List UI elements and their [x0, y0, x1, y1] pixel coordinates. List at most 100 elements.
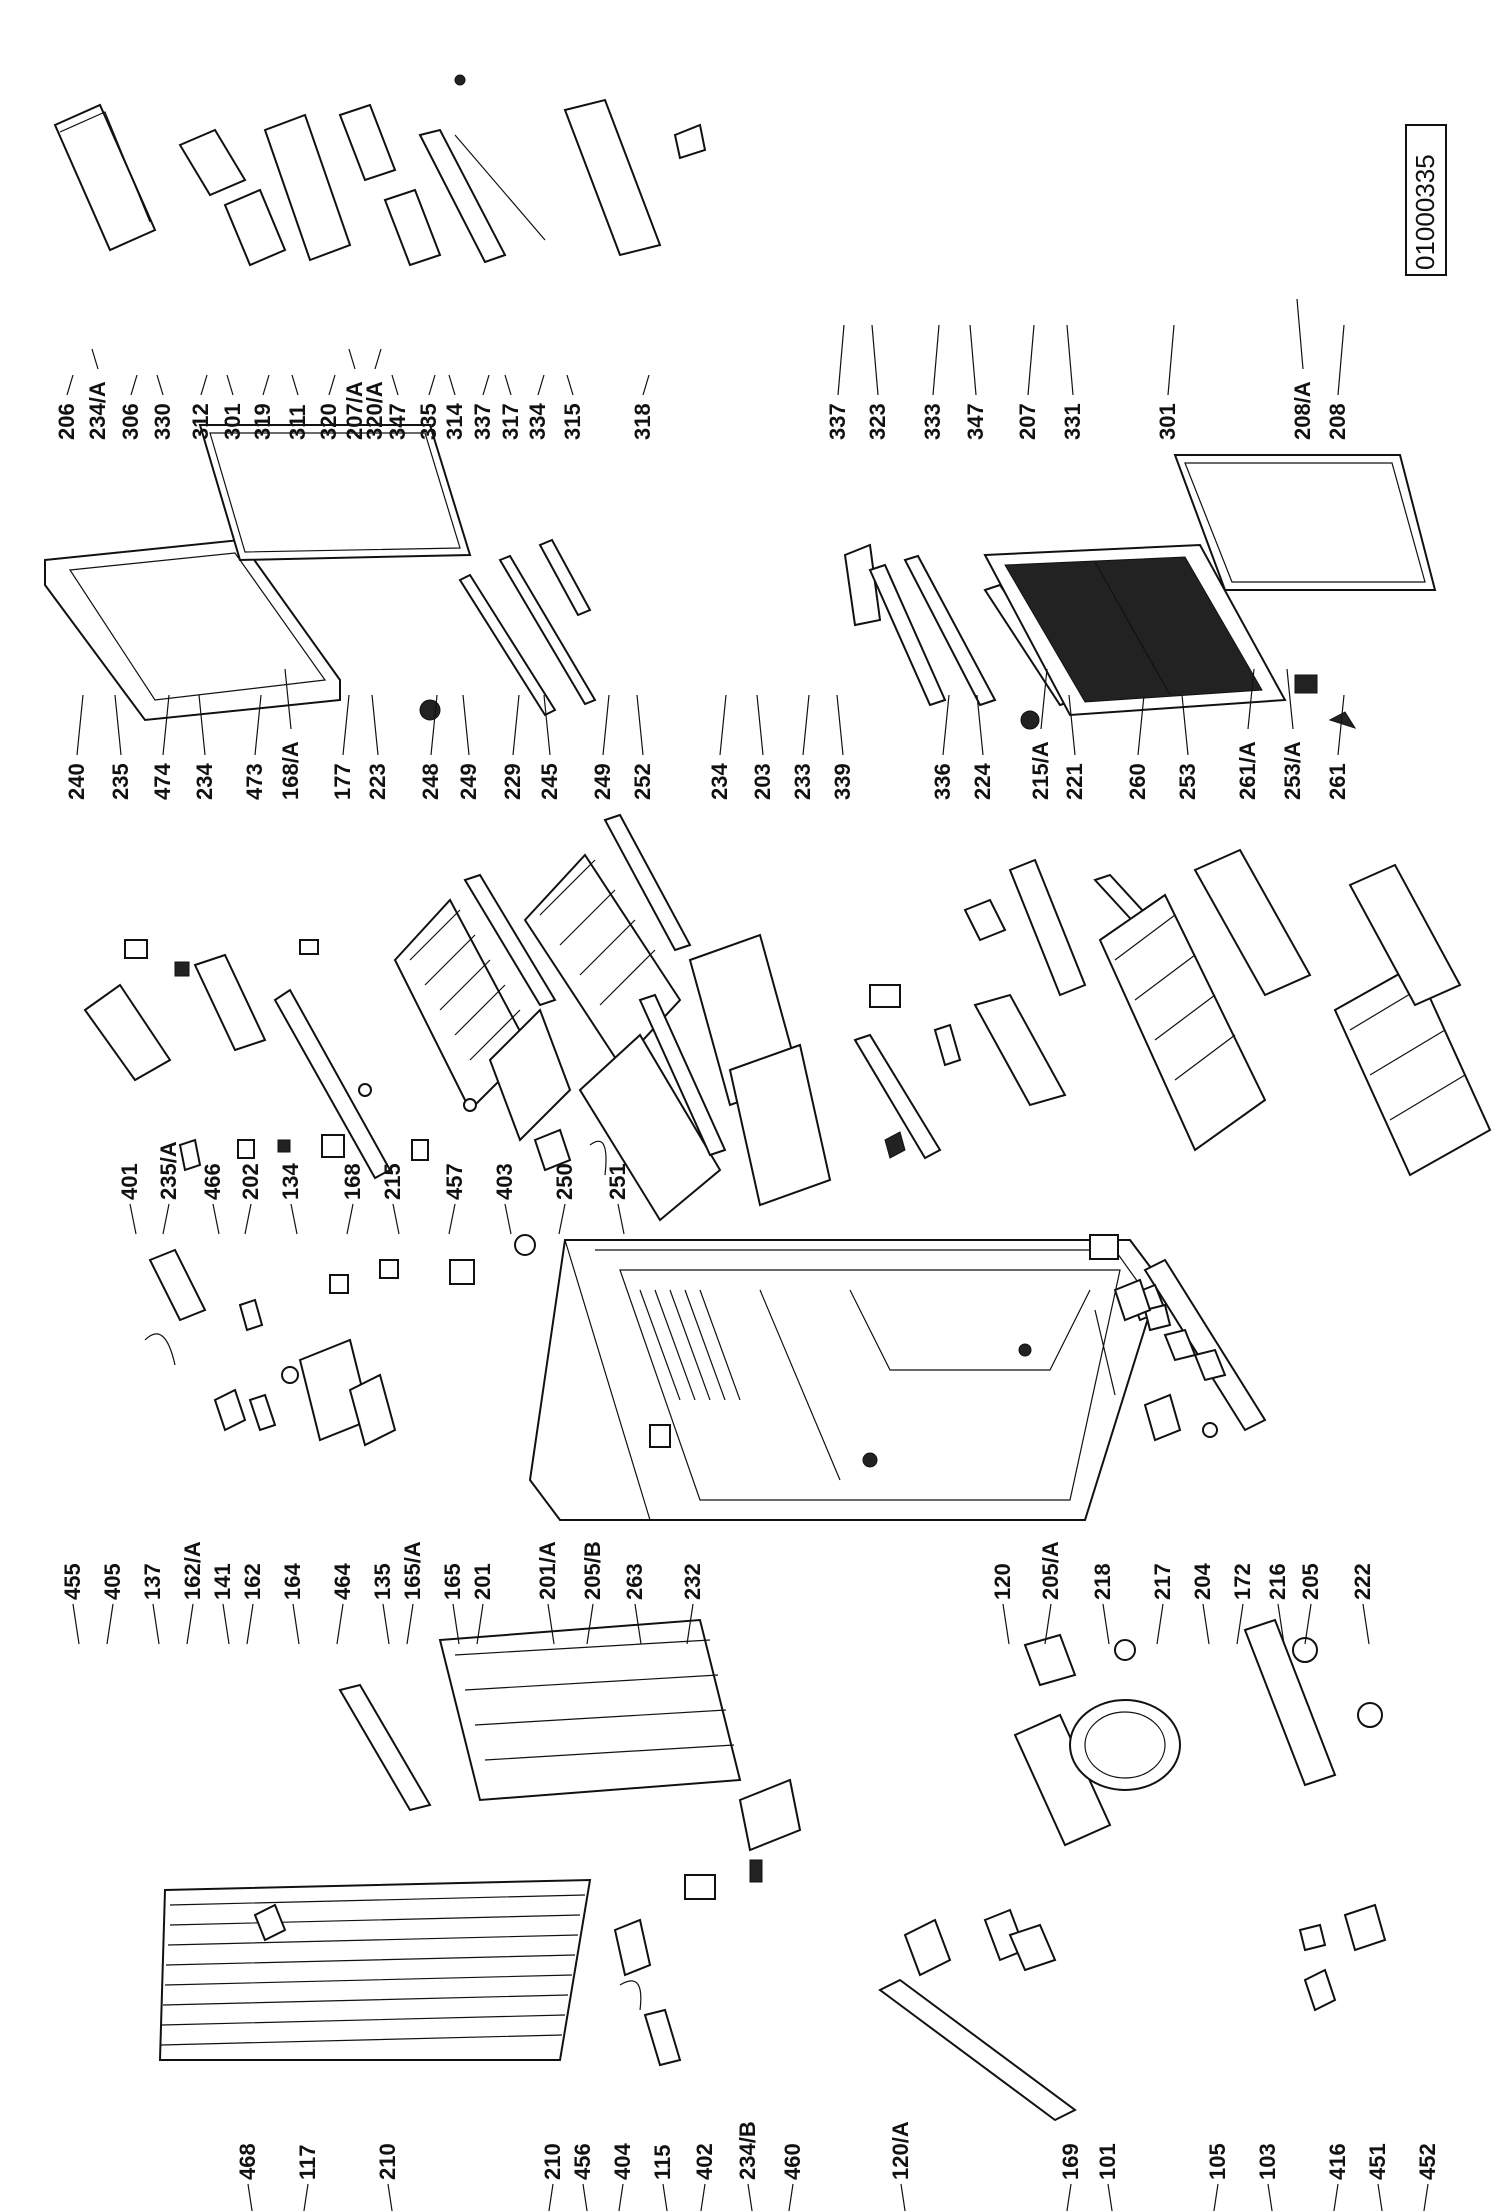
freezer-basket-253-wires [1114, 914, 1236, 1081]
freezer-basket-253 [1098, 893, 1267, 1152]
part-label-cabinet-22: 216 [1265, 1563, 1290, 1600]
leader-line-cabinet-13 [586, 1603, 594, 1645]
leader-line-freezer_door-6 [1167, 324, 1175, 396]
evaporator-tubes [454, 1639, 735, 1761]
leader-line-cabinet-22 [1277, 1603, 1285, 1645]
part-label-door-3: 330 [150, 403, 175, 440]
leader-line-freezer_door-8 [1337, 324, 1345, 396]
part-label-door-11: 347 [385, 403, 410, 440]
part-label-door-2: 306 [118, 403, 143, 440]
part-label-door-12: 335 [416, 403, 441, 440]
condenser-117 [158, 1878, 592, 2061]
part-a [903, 1918, 952, 1977]
leader-line-interior-24 [1247, 668, 1255, 730]
leader-line-interior-10 [512, 694, 520, 756]
part-label-cabinet-16: 120 [990, 1563, 1015, 1600]
cabinet-body [528, 1239, 1162, 1521]
leader-line-cabinet-0 [72, 1603, 80, 1645]
part-label-interior-24: 261/A [1235, 741, 1260, 800]
leader-line-condenser-2 [387, 2183, 393, 2211]
leader-line-interior_lower-6 [392, 1203, 400, 1235]
leader-line-interior_lower-9 [558, 1203, 566, 1235]
part-label-cabinet-21: 172 [1230, 1563, 1255, 1600]
interior-group [83, 813, 1492, 1222]
leader-line-interior-5 [284, 668, 292, 730]
part-label-condenser-5: 404 [610, 2143, 635, 2180]
part-label-freezer_door-8: 208 [1325, 403, 1350, 440]
leader-line-cabinet-23 [1304, 1603, 1312, 1645]
crisper-drawer-234b [728, 1043, 832, 1207]
leader-line-interior-3 [198, 694, 206, 756]
leader-line-interior-26 [1337, 694, 1345, 756]
freezer-door-group [843, 454, 1437, 730]
part-label-door-6: 319 [250, 403, 275, 440]
part-label-freezer_door-6: 301 [1155, 403, 1180, 440]
part-label-door-14: 337 [470, 403, 495, 440]
leader-line-interior_lower-8 [504, 1203, 512, 1235]
part-label-door-15: 317 [498, 403, 523, 440]
part-134 [321, 1134, 345, 1158]
part-label-cabinet-18: 218 [1090, 1563, 1115, 1600]
part-label-interior-10: 229 [500, 763, 525, 800]
document-id-box: 01000335 [1405, 124, 1447, 276]
part-label-condenser-7: 402 [692, 2143, 717, 2180]
part-c [1008, 1923, 1057, 1972]
leader-line-cabinet-8 [382, 1603, 390, 1645]
part-label-interior-23: 253 [1175, 763, 1200, 800]
cabinet-evaporator [639, 1289, 741, 1401]
leader-line-door-17 [566, 374, 574, 396]
leader-line-interior-4 [254, 694, 262, 756]
hinge-208a [1294, 674, 1318, 694]
leader-line-door-1 [91, 348, 99, 370]
part-label-interior_lower-0: 401 [117, 1163, 142, 1200]
leader-line-door-6 [262, 374, 270, 396]
part-label-freezer_door-4: 207 [1015, 403, 1040, 440]
hinge-208 [1328, 711, 1357, 729]
leader-line-freezer_door-4 [1027, 324, 1035, 396]
bottle-holder-320 [338, 103, 397, 182]
part-label-compressor-0: 120/A [888, 2121, 913, 2180]
leader-line-door-0 [66, 374, 74, 396]
leader-line-door-15 [504, 374, 512, 396]
part-label-cabinet-9: 165/A [400, 1541, 425, 1600]
part-165a [379, 1259, 399, 1279]
leader-line-cabinet-15 [686, 1603, 694, 1645]
part-457 [533, 1128, 572, 1172]
cover-460 [738, 1778, 802, 1852]
leader-line-interior-16 [802, 694, 810, 756]
part-label-cabinet-15: 232 [680, 1563, 705, 1600]
leader-line-cabinet-7 [336, 1603, 344, 1645]
grommet-103 [1114, 1639, 1136, 1661]
leader-line-interior-9 [462, 694, 470, 756]
part-label-interior_lower-1: 235/A [156, 1141, 181, 1200]
leader-line-cabinet-19 [1156, 1603, 1164, 1645]
leader-line-cabinet-12 [547, 1603, 555, 1645]
leader-line-interior-22 [1137, 694, 1145, 756]
part-label-condenser-2: 210 [375, 2143, 400, 2180]
bottle-holder-320a [383, 188, 442, 267]
handle-337 [843, 543, 882, 627]
part-217 [1202, 1422, 1218, 1438]
leader-line-interior-12 [602, 694, 610, 756]
leader-line-interior-23 [1181, 694, 1189, 756]
part-label-door-7: 311 [285, 405, 310, 441]
part-451 [1298, 1923, 1327, 1952]
part-label-freezer_door-3: 347 [963, 403, 988, 440]
cabinet-divider [759, 1289, 1091, 1481]
part-label-interior-9: 249 [456, 763, 481, 800]
strip-317 [538, 538, 592, 617]
leader-line-cabinet-16 [1002, 1603, 1010, 1645]
part-label-interior-17: 339 [830, 763, 855, 800]
part-label-interior_lower-2: 466 [200, 1163, 225, 1200]
basket-front-261 [1348, 863, 1462, 1007]
cabinet-group [144, 1234, 1267, 1521]
leader-line-cabinet-24 [1362, 1603, 1370, 1645]
freezer-door-divider [1094, 561, 1171, 696]
thermostat-knob-263 [862, 1452, 878, 1468]
clip-235 [124, 939, 148, 959]
leader-line-condenser-4 [582, 2183, 588, 2211]
relay-416 [1303, 1968, 1337, 2012]
part-215 [463, 1098, 477, 1112]
part-204 [1193, 1348, 1227, 1382]
